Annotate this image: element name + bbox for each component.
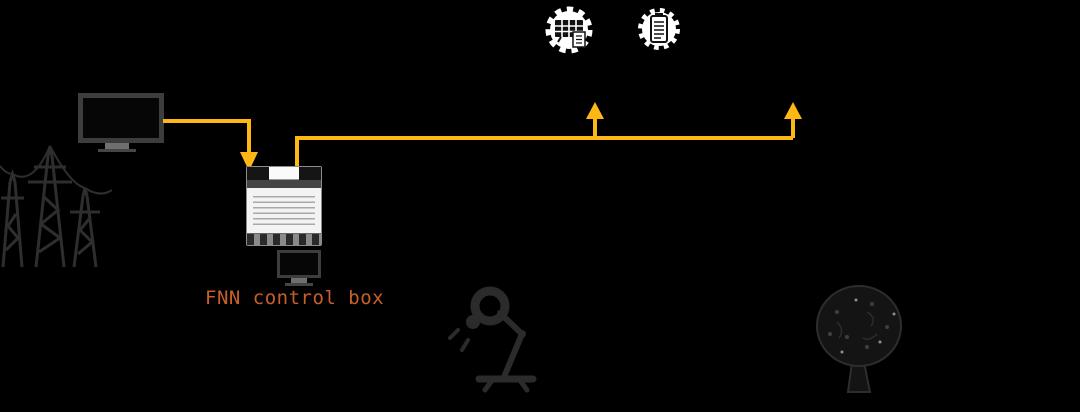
tree-icon bbox=[816, 285, 902, 393]
fnn-control-box-device bbox=[246, 166, 322, 246]
device-label-area bbox=[247, 188, 321, 233]
desk-lamp-icon bbox=[448, 286, 537, 393]
meter-display-stand bbox=[291, 278, 307, 283]
tree-texture-dots bbox=[828, 302, 889, 349]
device-label-text-lines bbox=[253, 192, 315, 229]
label-text: FNN control box bbox=[205, 287, 384, 309]
report-document-icon bbox=[638, 8, 680, 50]
monitor-stand-base bbox=[98, 149, 136, 152]
fnn-control-box-label: FNN control box bbox=[205, 287, 384, 309]
meter-display-stand-base bbox=[285, 283, 313, 286]
monitor-stand bbox=[105, 143, 129, 149]
meter-display-icon bbox=[277, 250, 321, 278]
connector-monitor-to-device bbox=[163, 119, 251, 153]
device-terminals-top bbox=[247, 167, 321, 180]
solar-panel-gear-icon bbox=[545, 6, 593, 54]
connector-paths bbox=[163, 118, 795, 166]
monitor-icon bbox=[78, 93, 164, 143]
device-terminals-bottom bbox=[247, 233, 321, 245]
arrowhead-up-mid-icon bbox=[586, 102, 604, 119]
connector-arrowheads bbox=[240, 102, 802, 171]
arrowhead-up-end-icon bbox=[784, 102, 802, 119]
device-display-band bbox=[247, 180, 321, 188]
device-top-gap bbox=[269, 167, 299, 180]
device-terminal-right bbox=[299, 167, 321, 180]
arrowhead-down-icon bbox=[240, 152, 258, 171]
power-transmission-towers-icon bbox=[0, 145, 112, 268]
connector-device-to-bus bbox=[295, 136, 793, 166]
device-terminal-left bbox=[247, 167, 269, 180]
